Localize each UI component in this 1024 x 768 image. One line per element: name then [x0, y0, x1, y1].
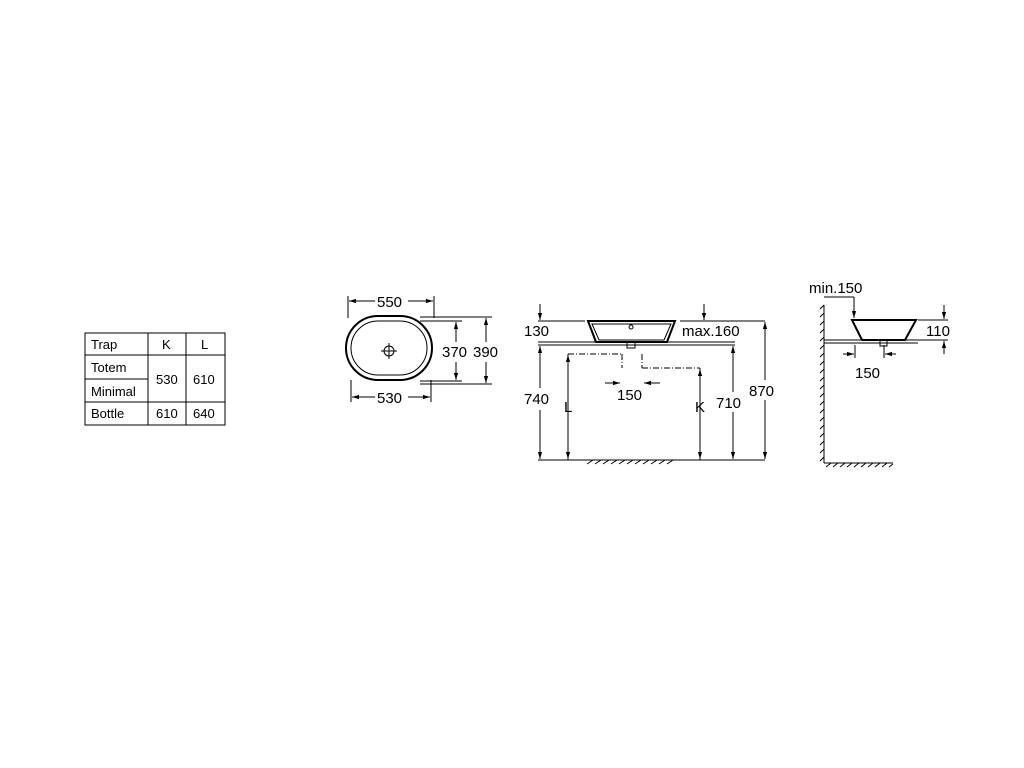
dim-width-inner: 530 — [377, 390, 402, 407]
table-cell-k-bottle: 610 — [156, 406, 178, 421]
table-row-trap-minimal: Minimal — [91, 384, 136, 399]
table-header-trap: Trap — [91, 337, 117, 352]
table-cell-k-totem-minimal: 530 — [156, 372, 178, 387]
basin-front-view: 130 max.160 740 L 150 K 710 870 — [524, 304, 774, 465]
basin-top-view: 550 530 370 390 — [345, 294, 498, 407]
table-row-trap-bottle: Bottle — [91, 406, 124, 421]
table-cell-l-totem-minimal: 610 — [193, 372, 215, 387]
basin-side-view: min.150 110 150 — [809, 280, 950, 468]
dim-trap-l: L — [564, 399, 572, 416]
dim-side-basin-height: 110 — [926, 323, 950, 340]
dim-side-drain-offset: 150 — [855, 365, 880, 382]
dim-basin-height: 130 — [524, 323, 549, 340]
dim-drain-offset: 150 — [617, 387, 642, 404]
trap-dimension-table: Trap K L Totem Minimal 530 610 Bottle 61… — [84, 332, 226, 426]
table-row-trap-totem: Totem — [91, 360, 126, 375]
dim-total-height: 870 — [749, 383, 774, 400]
dim-wall-min: min.150 — [809, 280, 862, 297]
dim-width-outer: 550 — [377, 294, 402, 311]
dim-counter-height: 740 — [524, 391, 549, 408]
drain-icon — [381, 343, 397, 359]
table-header-k: K — [162, 337, 171, 352]
table-header-l: L — [201, 337, 208, 352]
dim-tap-max: max.160 — [682, 323, 740, 340]
dim-drain-height: 710 — [716, 395, 741, 412]
table-cell-l-bottle: 640 — [193, 406, 215, 421]
dim-depth-outer: 390 — [473, 344, 498, 361]
tap-hole-icon — [628, 324, 634, 330]
dim-depth-inner: 370 — [442, 344, 467, 361]
dim-trap-k: K — [695, 399, 705, 416]
